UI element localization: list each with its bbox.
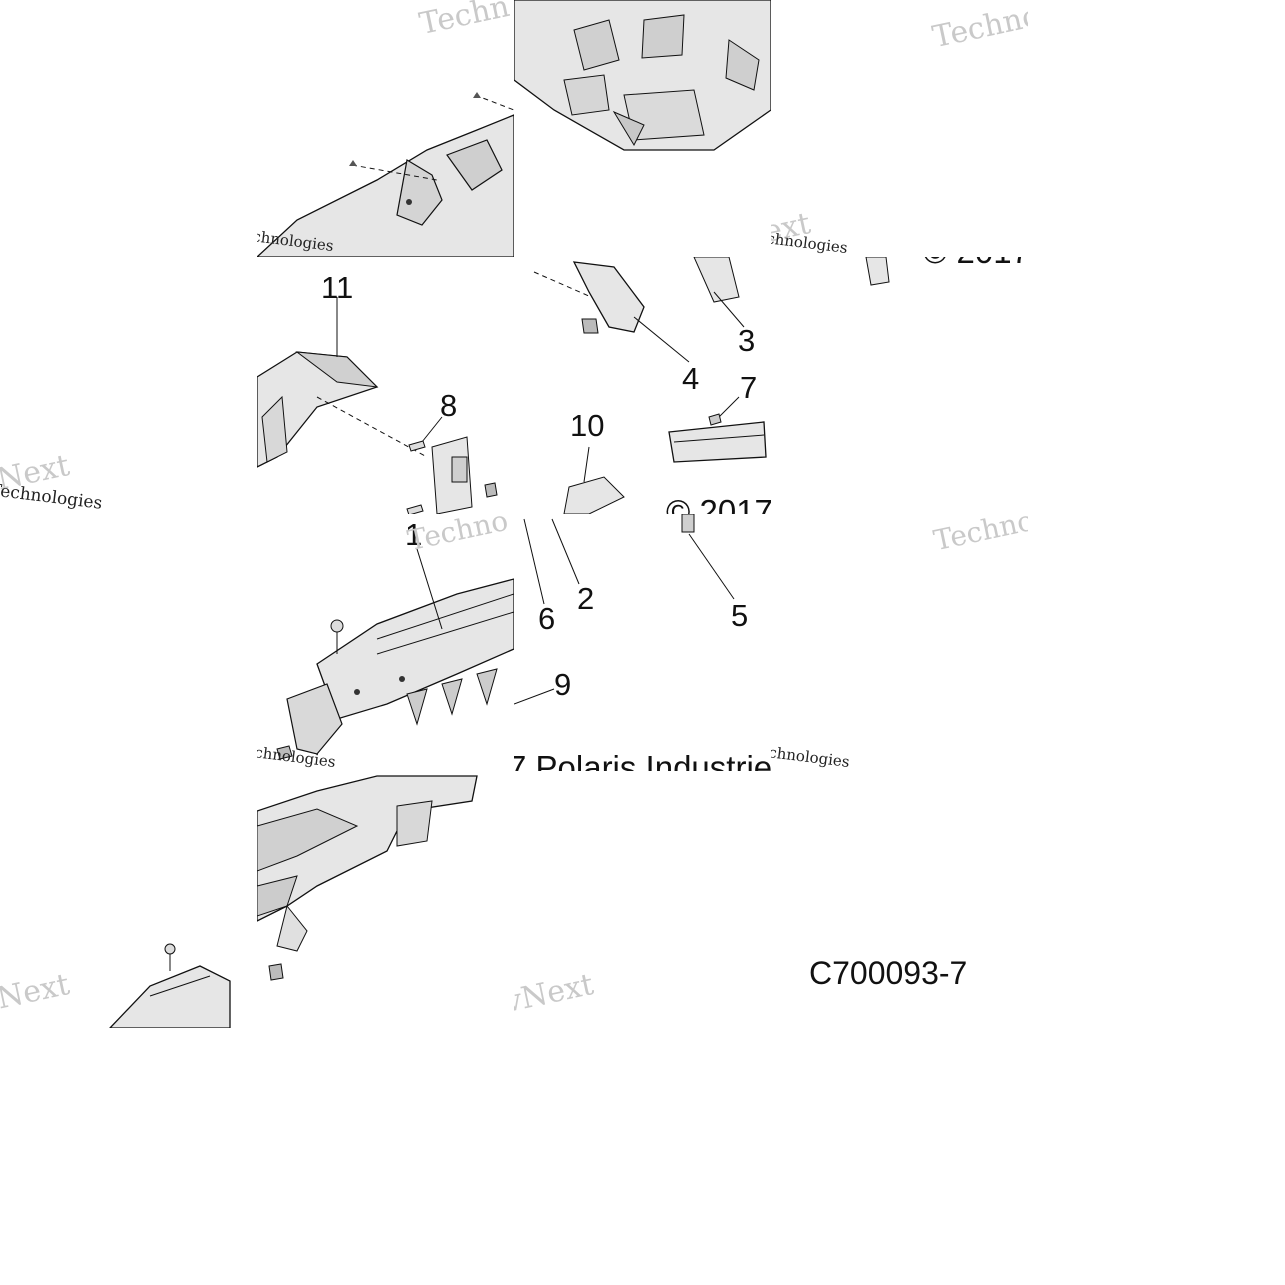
callout-6: 6: [538, 601, 556, 636]
watermark-brand: vNext: [514, 967, 597, 1020]
callout-4: 4: [682, 361, 700, 396]
tile-r4-c2: [257, 771, 514, 1028]
fasteners-drawing: [514, 514, 735, 705]
watermark-fragment: Technologies: [929, 0, 1028, 56]
tile-r2-c1: vNext Technologies: [0, 257, 257, 514]
tile-r2-c2: 11 8: [257, 257, 514, 514]
callout-10: 10: [570, 408, 605, 443]
tile-r2-c4: © 2017: [771, 257, 1028, 514]
tile-r3-c2: 1 Techno vNext Technologies: [257, 514, 514, 771]
tile-r3-c3: 6 2 5 9 7 Polaris Industries Inc.: [514, 514, 771, 771]
mount-bracket-drawing: [533, 257, 767, 514]
callout-8: 8: [440, 388, 458, 423]
callout-7: 7: [740, 370, 758, 405]
callout-1: 1: [405, 517, 423, 552]
copyright-fragment: © 2017: [923, 257, 1028, 271]
tile-r4-c1: vNext: [0, 771, 257, 1028]
front-grille-drawing: [514, 0, 771, 151]
lower-panel-drawing: [257, 775, 478, 981]
skid-plate-drawing: [109, 943, 231, 1028]
tile-r4-c4: C700093-7: [771, 771, 1028, 1028]
tile-r3-c4: Techno vNext Technologies: [771, 514, 1028, 771]
diagram-code: C700093-7: [809, 955, 968, 991]
tile-r4-c3: vNext: [514, 771, 771, 1028]
callout-5: 5: [731, 598, 749, 633]
callout-3: 3: [738, 323, 756, 358]
tile-r2-c3: 3 4 7 10 © 2017 Polaris Industri: [514, 257, 771, 514]
watermark-fragment: Techno: [930, 514, 1028, 558]
tile-r1-c2: Techn vNext Technologies: [257, 0, 514, 257]
watermark-line: vNext Technologies: [771, 735, 851, 771]
fender-panel-drawing: [257, 92, 514, 257]
callout-9: 9: [554, 667, 572, 702]
tile-r1-c3: [514, 0, 771, 257]
callout-11: 11: [321, 270, 354, 305]
small-clip-drawing: [865, 257, 890, 286]
bumper-bar-drawing: [276, 548, 514, 760]
copyright-fragment: © 2017 Polaris Industri: [666, 493, 771, 514]
side-bracket-drawing: [257, 297, 498, 514]
tile-r1-c4: Technologies vNext vNext Technologies: [771, 0, 1028, 257]
callout-2: 2: [577, 581, 595, 616]
copyright-fragment: 7 Polaris Industries Inc.: [514, 749, 771, 771]
